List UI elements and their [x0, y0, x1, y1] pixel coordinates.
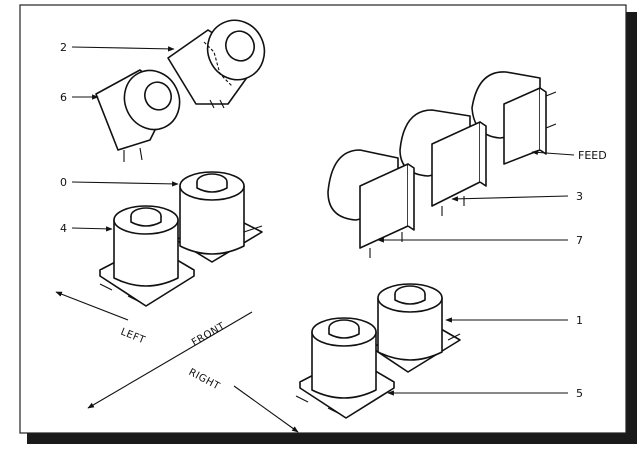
plate-component-3: [399, 109, 487, 216]
label-3: 3: [576, 190, 583, 203]
label-6: 6: [60, 91, 67, 104]
label-2: 2: [60, 41, 67, 54]
upright-component-1: [371, 283, 461, 373]
label-5: 5: [576, 387, 583, 400]
tilted-component-6: [95, 69, 181, 162]
plate-component-feed: [471, 71, 557, 165]
label-7: 7: [576, 234, 583, 247]
label-1: 1: [576, 314, 583, 327]
leader-lines: [71, 46, 575, 396]
plate-component-7: [327, 149, 415, 258]
label-0: 0: [60, 176, 67, 189]
label-feed: FEED: [578, 149, 607, 162]
upright-component-5: [295, 317, 395, 419]
upright-component-0: [175, 171, 263, 263]
orientation-arrows: [55, 291, 299, 433]
label-4: 4: [60, 222, 67, 235]
upright-component-4: [99, 205, 195, 307]
tilted-component-2: [167, 19, 266, 109]
